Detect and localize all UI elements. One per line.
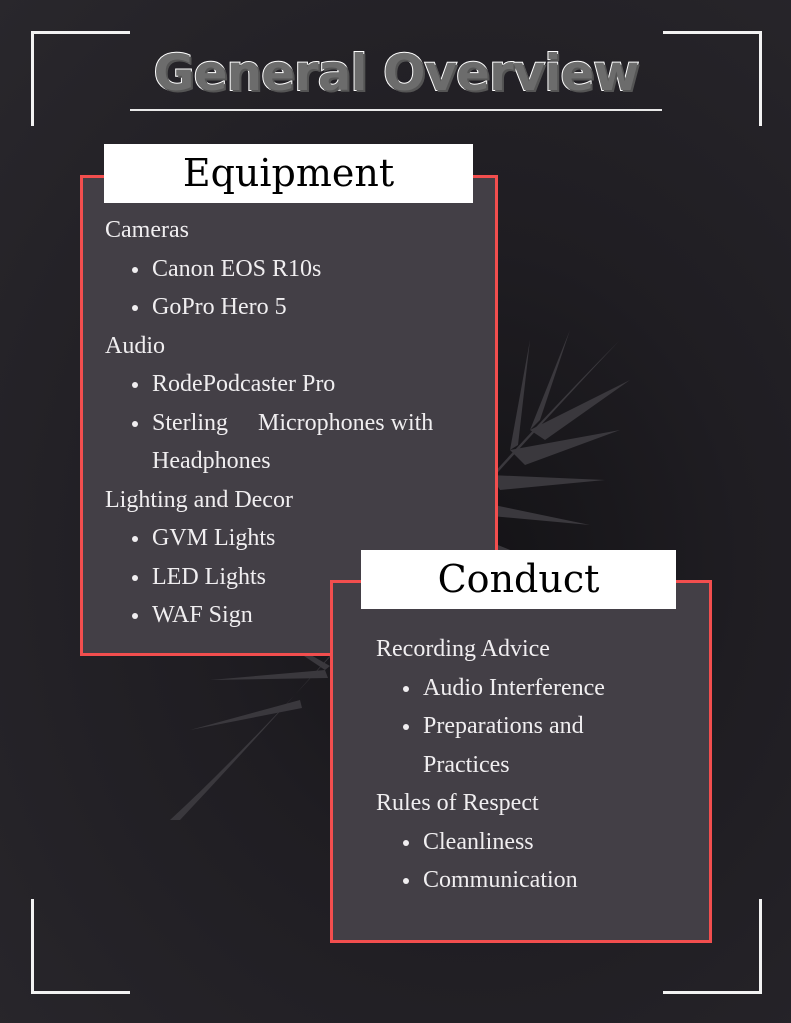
conduct-heading: Conduct	[361, 550, 676, 609]
page-title: General Overview	[153, 43, 641, 103]
section-label: Rules of Respect	[376, 790, 539, 816]
list-item: GoPro Hero 5	[132, 288, 465, 327]
list-item: Cleanliness	[403, 823, 696, 862]
list-item: Sterling Microphones with Headphones	[132, 404, 452, 481]
section-label: Lighting and Decor	[105, 486, 293, 513]
equipment-list: Cameras Canon EOS R10s GoPro Hero 5 Audi…	[105, 211, 465, 635]
corner-bracket-bottom-right	[663, 899, 762, 994]
corner-bracket-top-left	[31, 31, 130, 126]
conduct-panel	[330, 580, 712, 943]
section-label: Audio	[105, 332, 165, 359]
corner-bracket-bottom-left	[31, 899, 130, 994]
list-item: Canon EOS R10s	[132, 250, 465, 289]
list-item: Communication	[403, 861, 696, 900]
corner-bracket-top-right	[663, 31, 762, 126]
equipment-heading: Equipment	[104, 144, 473, 203]
list-item: Audio Interference	[403, 669, 696, 708]
list-item: Preparations and Practices	[403, 707, 653, 784]
list-item: WAF Sign	[132, 596, 465, 635]
list-item: RodePodcaster Pro	[132, 365, 465, 404]
section-label: Cameras	[105, 217, 189, 243]
conduct-list: Recording Advice Audio Interference Prep…	[376, 630, 696, 900]
list-item: LED Lights	[132, 558, 465, 597]
title-underline	[130, 109, 662, 111]
list-item: GVM Lights	[132, 519, 465, 558]
section-label: Recording Advice	[376, 636, 550, 662]
